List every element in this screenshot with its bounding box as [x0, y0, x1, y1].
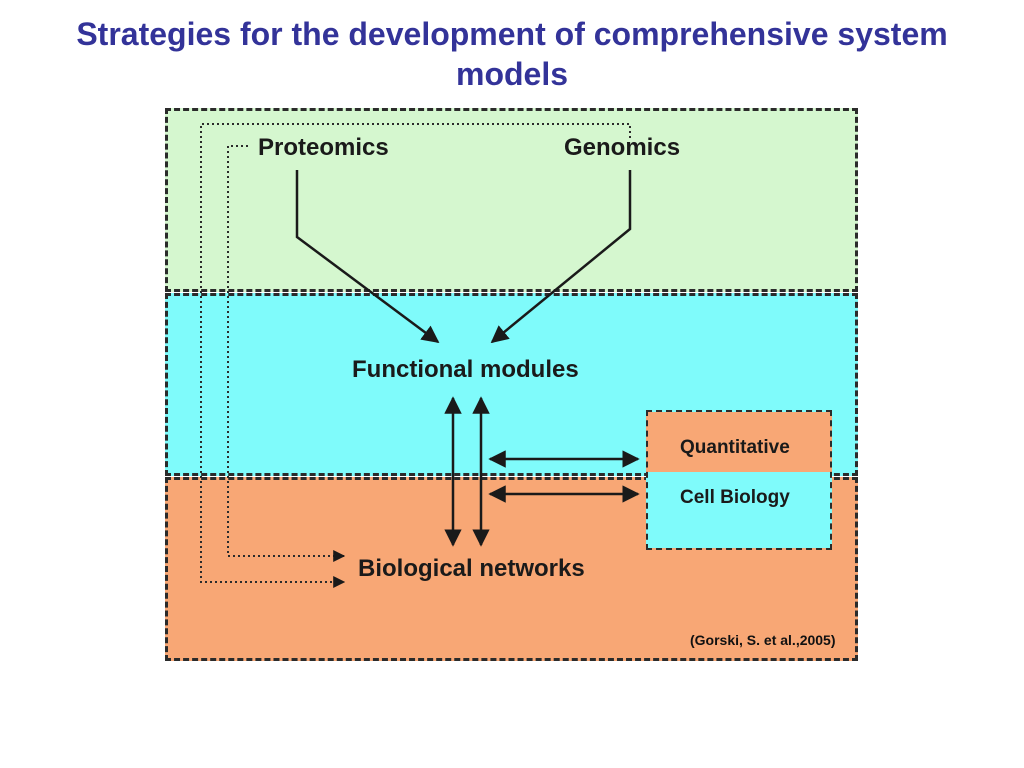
omics-layer-band: [165, 108, 858, 292]
cell-biology-label: Cell Biology: [680, 487, 790, 508]
genomics-to-networks-dotted-path: [200, 123, 631, 588]
functional-modules-label: Functional modules: [352, 356, 579, 383]
proteomics-label: Proteomics: [258, 134, 389, 161]
slide-title: Strategies for the development of compre…: [76, 16, 948, 92]
quantitative-label: Quantitative: [680, 437, 790, 458]
proteomics-to-networks-dotted-path: [227, 145, 346, 562]
proteomics-to-modules-arrow: [295, 170, 440, 344]
genomics-label: Genomics: [564, 134, 681, 161]
genomics-to-modules-arrow: [490, 170, 632, 344]
quantitative-cell-biology-box: [646, 410, 832, 550]
citation: (Gorski, S. et al.,2005): [690, 632, 836, 648]
biological-networks-label: Biological networks: [358, 555, 585, 582]
